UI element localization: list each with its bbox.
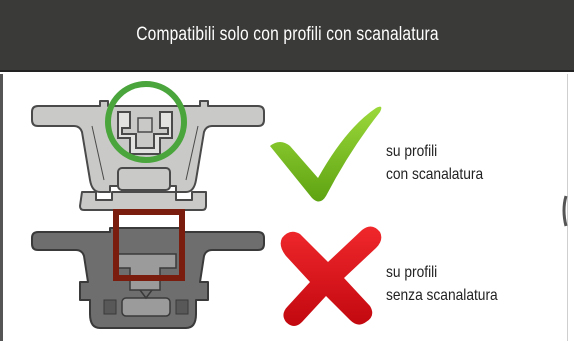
left-border xyxy=(0,74,3,341)
cross-icon xyxy=(280,226,382,326)
incompatible-label: su profili senza scanalatura xyxy=(386,261,498,307)
highlight-circle xyxy=(105,81,187,163)
header-bar: Compatibili solo con profili con scanala… xyxy=(0,0,574,72)
incompatible-label-line2: senza scanalatura xyxy=(386,287,498,304)
compatible-label-line1: su profili xyxy=(386,143,438,160)
compatible-label-line2: con scanalatura xyxy=(386,166,484,183)
right-border xyxy=(567,74,568,341)
profile-illustration xyxy=(31,81,568,329)
highlight-square xyxy=(113,209,185,281)
grooved-profile xyxy=(31,100,265,211)
header-title: Compatibili solo con profili con scanala… xyxy=(135,24,439,45)
checkmark-icon xyxy=(270,106,382,202)
edge-fragment xyxy=(562,195,568,227)
incompatible-label-line1: su profili xyxy=(386,264,438,281)
compatible-label: su profili con scanalatura xyxy=(386,140,483,186)
